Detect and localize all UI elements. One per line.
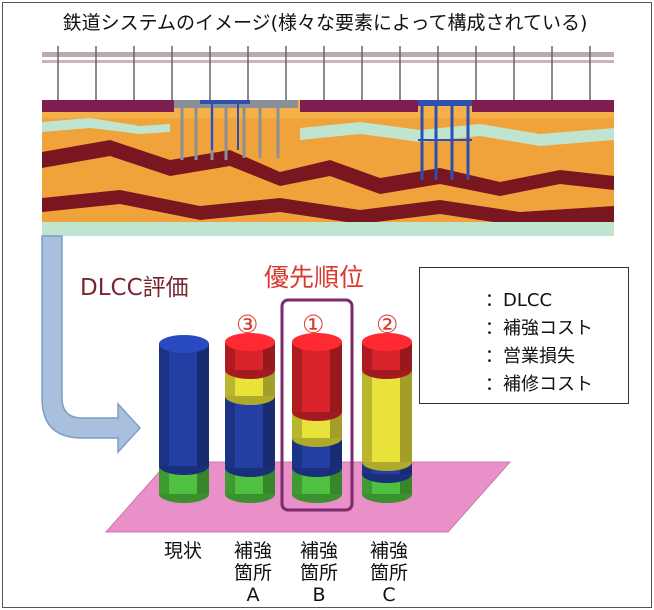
rank-label-a: ③ (236, 310, 259, 339)
bar-a-segment-dlcc (225, 333, 275, 379)
bar-current-segment-loss (159, 335, 209, 475)
evaluation-arrow (41, 235, 142, 454)
ground-layer-light (300, 122, 614, 146)
column-label-current: 現状 (163, 540, 202, 562)
bar-current (159, 335, 209, 503)
catenary-poles (57, 46, 591, 100)
ground-layer-dark-lower (42, 190, 614, 226)
embankment-left (42, 100, 174, 112)
bar-b-segment-dlcc (292, 333, 342, 421)
top-priority-highlight (280, 298, 354, 512)
rank-label-c: ② (376, 310, 399, 339)
bar-c (362, 333, 412, 503)
rail (42, 60, 614, 63)
legend-item-business-loss: ：営業損失 (485, 346, 575, 367)
bar-b (292, 333, 342, 503)
railway-illustration (42, 46, 614, 236)
viaduct-2 (418, 100, 472, 180)
priority-label: 優先順位 (264, 263, 365, 292)
bar-a (225, 333, 275, 503)
figure-title: 鉄道システムのイメージ(様々な要素によって構成されている) (62, 12, 588, 34)
ground-layer-base (42, 222, 614, 236)
rank-label-b: ① (302, 310, 325, 339)
column-label-b: 補強 箇所 B (299, 540, 338, 606)
legend-item-dlcc: ：DLCC (485, 290, 553, 311)
ground-layer-dark (42, 140, 614, 196)
column-label-a: 補強 箇所 A (233, 540, 272, 606)
evaluation-label: DLCC評価 (80, 275, 189, 301)
cost-bars (159, 333, 412, 503)
viaduct-1 (174, 100, 298, 160)
embankment-right (472, 100, 614, 112)
legend-item-repair-cost: ：補修コスト (485, 374, 593, 395)
legend-item-reinforcement-cost: ：補強コスト (485, 318, 593, 339)
catenary-wire (42, 52, 614, 57)
legend: ：DLCC ：補強コスト ：営業損失 ：補修コスト (419, 267, 629, 404)
bar-c-segment-dlcc (362, 333, 412, 379)
embankment-middle (300, 100, 418, 112)
bar-a-segment-loss (225, 387, 275, 477)
column-label-c: 補強 箇所 C (369, 540, 408, 606)
